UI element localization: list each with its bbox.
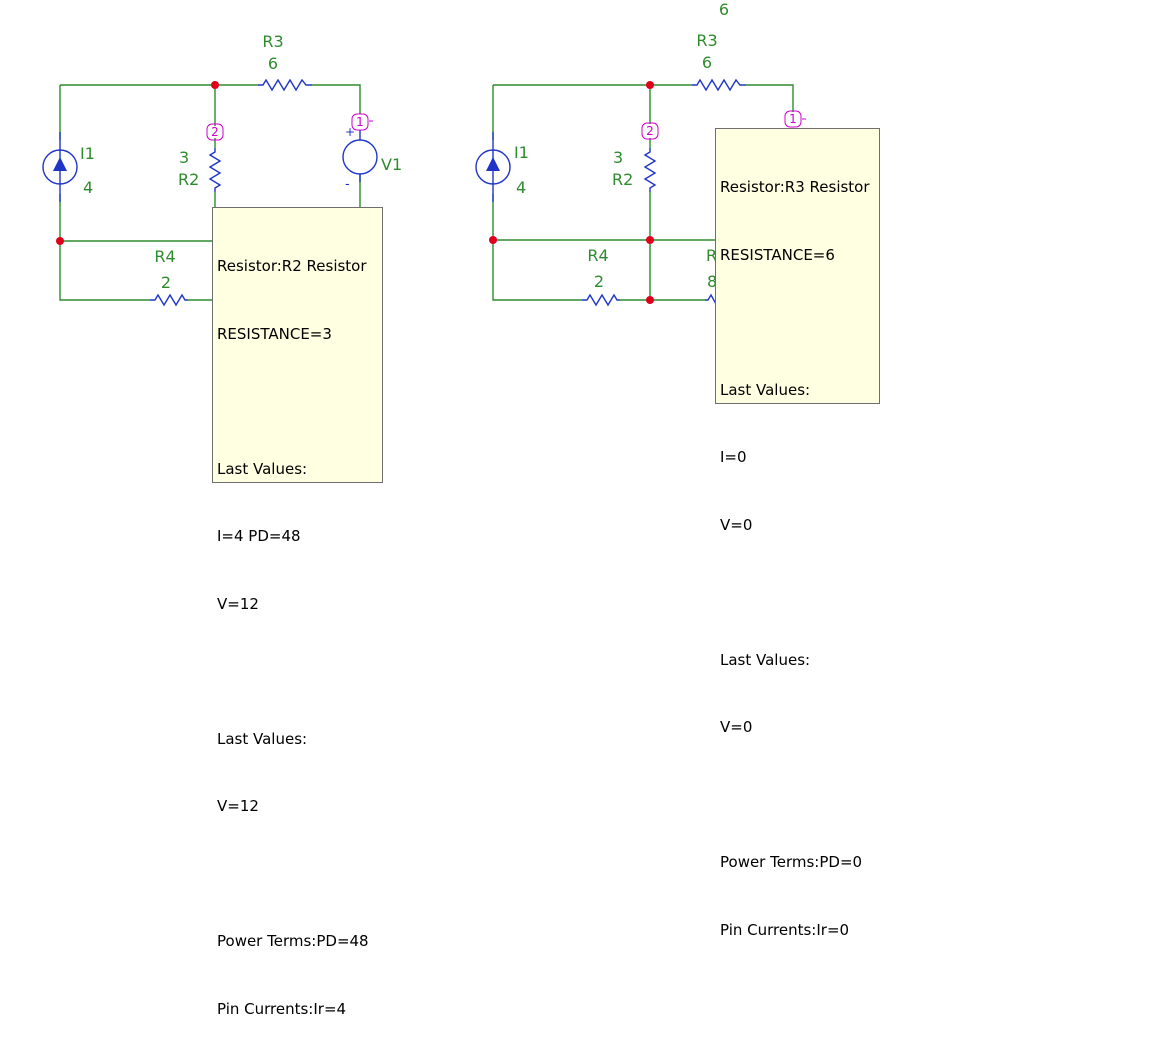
- right-i1-current-source[interactable]: [475, 132, 511, 202]
- left-r2-pin-label: 2: [211, 125, 219, 139]
- schematic-canvas[interactable]: 2 1 R3 6 I1 4 3 R2 R4 2 V1 + -: [0, 0, 1152, 652]
- right-wires: [492, 84, 794, 301]
- right-junction-nodes: [489, 81, 654, 304]
- left-i1-name-label: I1: [80, 144, 95, 163]
- left-r2-resistor[interactable]: [208, 148, 222, 192]
- left-v1-name-label: V1: [381, 155, 402, 174]
- left-r2-name-label: R2: [178, 170, 199, 189]
- left-r4-name-label: R4: [154, 247, 175, 266]
- tooltip-line: [217, 660, 378, 683]
- right-r5-resistor-partial[interactable]: [705, 293, 717, 305]
- tooltip-line: Pin Currents:Ir=4: [217, 999, 347, 1018]
- left-r2-pin-marker: 2: [206, 123, 224, 141]
- left-i1-value-label: 4: [83, 178, 93, 197]
- right-circuit: 2 1: [475, 78, 806, 307]
- left-v1-pin-marker: 1: [351, 113, 373, 131]
- right-r4-resistor[interactable]: [582, 293, 620, 307]
- tooltip-line: Resistor:R3 Resistor: [720, 178, 870, 196]
- tooltip-line: [217, 863, 378, 886]
- right-r4-value-label: 2: [594, 272, 604, 291]
- right-r2-name-label: R2: [612, 170, 633, 189]
- right-i1-name-label: I1: [514, 143, 529, 162]
- right-r2-pin-label: 2: [646, 124, 654, 138]
- right-r3-name-label: R3: [696, 31, 717, 50]
- left-r3-value-label: 6: [268, 54, 278, 73]
- left-r3-name-label: R3: [262, 32, 283, 51]
- r2-properties-tooltip: Resistor:R2 Resistor RESISTANCE=3 Last V…: [212, 207, 383, 1018]
- tooltip-line: V=0: [720, 718, 753, 736]
- tooltip-line: I=0: [720, 448, 747, 466]
- right-r5-name-label-partial: R: [706, 246, 717, 265]
- tooltip-line: I=4 PD=48: [217, 527, 301, 545]
- tooltip-line: [720, 581, 875, 604]
- right-i1-value-label: 4: [516, 178, 526, 197]
- left-i1-current-source[interactable]: [42, 132, 78, 202]
- left-v1-voltage-source[interactable]: [342, 130, 378, 182]
- left-junction-nodes: [56, 81, 219, 245]
- left-r4-resistor[interactable]: [150, 293, 188, 307]
- tooltip-line: V=12: [217, 594, 259, 613]
- left-r3-resistor[interactable]: [258, 78, 312, 92]
- right-r5-value-label-partial: 8: [707, 272, 717, 291]
- left-v1-minus-label: -: [345, 177, 350, 192]
- right-r2-resistor[interactable]: [643, 148, 657, 192]
- left-r4-value-label: 2: [161, 273, 171, 292]
- tooltip-line: RESISTANCE=3: [217, 324, 332, 343]
- left-v1-pin-label: 1: [356, 115, 364, 129]
- tooltip-line: [720, 311, 875, 334]
- tooltip-line: Power Terms:PD=0: [720, 853, 863, 871]
- right-r2-pin-marker: 2: [641, 122, 659, 140]
- tooltip-line: V=0: [720, 515, 753, 534]
- right-stray-value-label: 6: [719, 0, 729, 19]
- tooltip-line: Last Values:: [217, 459, 308, 478]
- tooltip-line: V=12: [217, 797, 259, 815]
- tooltip-line: Pin Currents:Ir=0: [720, 920, 850, 939]
- tooltip-line: RESISTANCE=6: [720, 245, 835, 264]
- tooltip-line: Last Values:: [720, 380, 811, 399]
- left-wires: [59, 84, 361, 301]
- right-r2-value-label: 3: [613, 148, 623, 167]
- tooltip-line: [720, 784, 875, 807]
- right-r3-pin-marker: 1: [784, 110, 806, 128]
- right-r3-pin-label: 1: [789, 112, 797, 126]
- tooltip-line: Resistor:R2 Resistor: [217, 257, 367, 275]
- left-r2-value-label: 3: [179, 148, 189, 167]
- right-r3-resistor[interactable]: [692, 78, 746, 92]
- left-circuit: 2 1: [42, 78, 378, 307]
- right-r3-value-label: 6: [702, 53, 712, 72]
- right-r4-name-label: R4: [587, 246, 608, 265]
- tooltip-line: Power Terms:PD=48: [217, 932, 369, 950]
- tooltip-line: Last Values:: [217, 729, 308, 748]
- tooltip-line: [217, 390, 378, 413]
- left-v1-plus-label: +: [345, 125, 355, 139]
- r3-properties-tooltip: Resistor:R3 Resistor RESISTANCE=6 Last V…: [715, 128, 880, 939]
